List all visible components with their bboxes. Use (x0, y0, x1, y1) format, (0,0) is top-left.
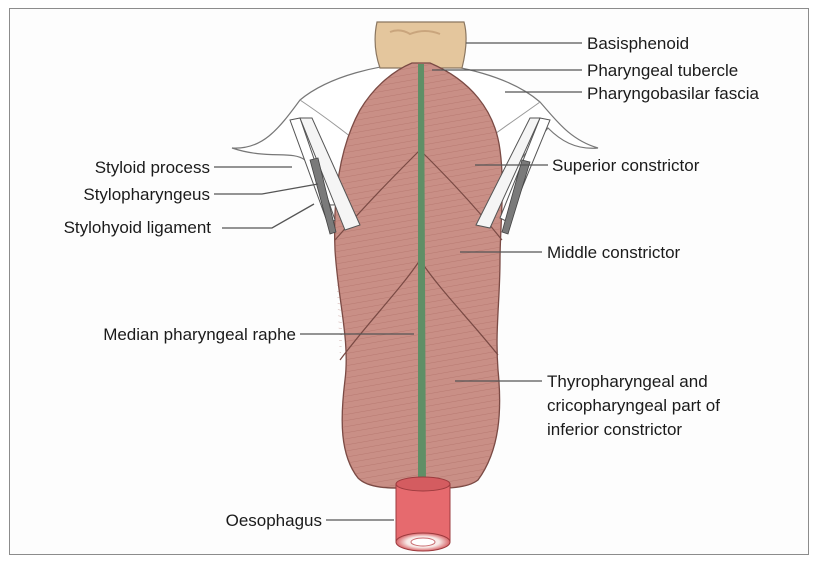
label-inferior-constrictor-line3: inferior constrictor (547, 420, 682, 439)
label-superior-constrictor: Superior constrictor (552, 156, 700, 175)
label-middle-constrictor: Middle constrictor (547, 243, 681, 262)
label-basisphenoid: Basisphenoid (587, 34, 689, 53)
label-pharyngobasilar-fascia: Pharyngobasilar fascia (587, 84, 760, 103)
label-inferior-constrictor-line1: Thyropharyngeal and (547, 372, 708, 391)
label-median-pharyngeal-raphe: Median pharyngeal raphe (103, 325, 296, 344)
label-styloid-process: Styloid process (95, 158, 210, 177)
basisphenoid-bone (375, 22, 466, 68)
label-stylopharyngeus: Stylopharyngeus (83, 185, 210, 204)
label-oesophagus: Oesophagus (226, 511, 322, 530)
label-inferior-constrictor-line2: cricopharyngeal part of (547, 396, 720, 415)
label-pharyngeal-tubercle: Pharyngeal tubercle (587, 61, 738, 80)
label-stylohyoid-ligament: Stylohyoid ligament (64, 218, 212, 237)
